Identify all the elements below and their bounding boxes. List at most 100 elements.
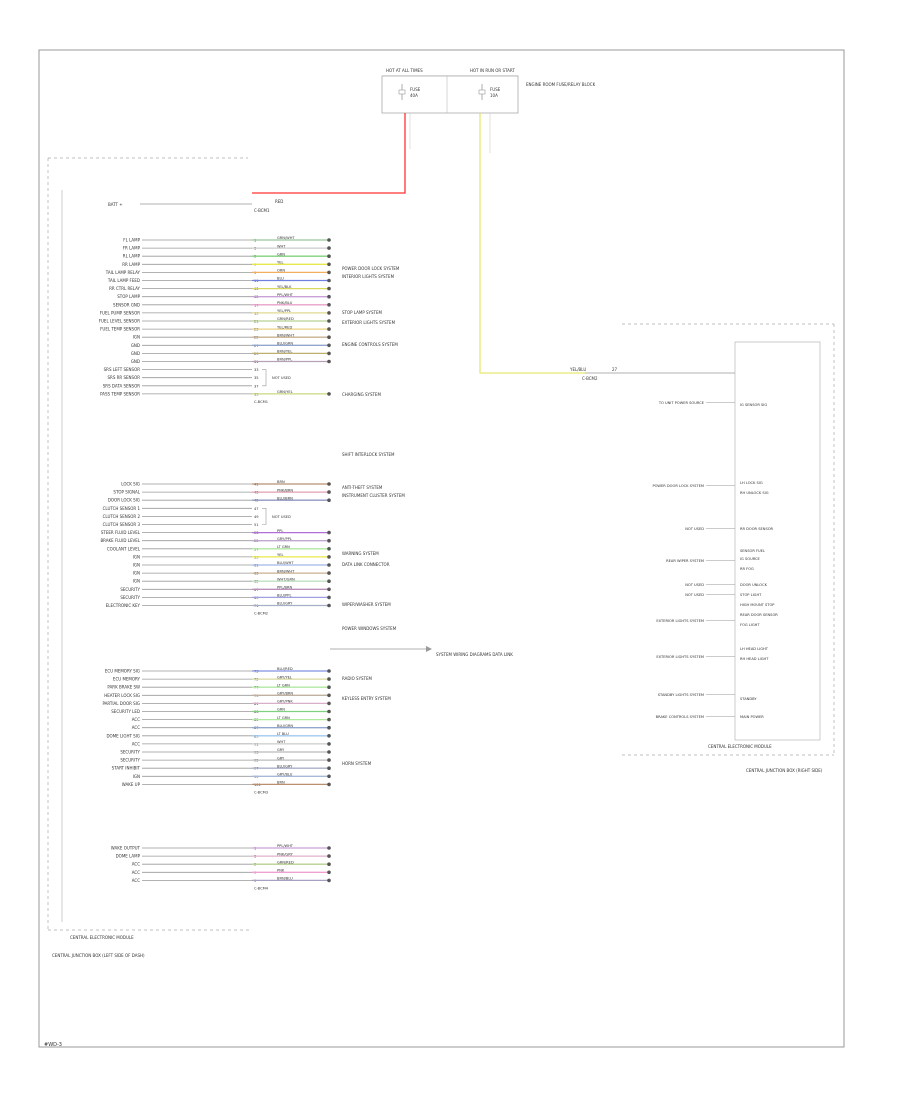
right-feed-wire — [479, 113, 585, 374]
wire-end-dot — [327, 854, 331, 858]
right-side-label: STANDBY LIGHTS SYSTEM — [658, 693, 704, 697]
right-side-label: TO UNIT POWER SOURCE — [658, 401, 705, 405]
pin-number: 35 — [254, 376, 259, 380]
wire-color-code: GRN/RED — [277, 860, 294, 864]
signal-label: SECURITY — [120, 758, 140, 763]
wire-color-code: WHT/GRN — [277, 577, 295, 581]
signal-label: PASS TEMP SENSOR — [100, 391, 140, 396]
destination-label: WARNING SYSTEM — [342, 551, 379, 556]
wire-end-dot — [327, 693, 331, 698]
signal-label: COOLANT LEVEL — [107, 546, 141, 551]
wire-end-dot — [327, 547, 331, 551]
pin-row: PARTIAL DOOR SIG81GRY/PNK — [103, 700, 331, 706]
wire-end-dot — [327, 862, 331, 866]
signal-label: ECU MEMORY — [113, 677, 141, 682]
wire-color-code: GRY/PNK — [277, 700, 293, 704]
pin-number: 51 — [254, 523, 259, 527]
left-module-location: CENTRAL JUNCTION BOX (LEFT SIDE OF DASH) — [52, 953, 145, 958]
wire-color-code: BRN/PPL — [277, 358, 292, 362]
pin-row: STOP SIGNAL43PNK/BRN — [113, 488, 331, 495]
destination-label: HORN SYSTEM — [342, 761, 372, 766]
wire-color-code: GRN/WHT — [277, 236, 295, 240]
wire-end-dot — [327, 563, 331, 567]
right-pin-label: RR DOOR SENSOR — [740, 527, 774, 531]
wire-color-code: GRN/RED — [277, 317, 294, 321]
pin-row: ECU MEMORY SIG73BLU/RED — [105, 667, 331, 674]
signal-label: SECURITY — [120, 587, 140, 592]
right-pin-label: RR FOG — [740, 567, 754, 571]
signal-label: DOME LAMP — [116, 854, 141, 859]
fuse-rating-right: 10A — [490, 93, 498, 98]
signal-label: IGN — [133, 554, 140, 559]
signal-label: WAKE OUTPUT — [111, 846, 141, 851]
wire-color-code: PNK/BLU — [277, 301, 293, 305]
pin-row: COOLANT LEVEL57LT GRN — [107, 545, 331, 551]
pin-row: ACC5GRN/RED — [132, 860, 331, 867]
signal-label: FL LAMP — [123, 238, 140, 243]
signal-label: FR LAMP — [123, 246, 141, 251]
wire-end-dot — [327, 538, 331, 543]
destination-label: STOP LAMP SYSTEM — [342, 310, 382, 315]
wire-color-code: PNK — [277, 869, 285, 873]
wire-end-dot — [327, 742, 331, 746]
wire-end-dot — [327, 303, 331, 307]
pin-row: SRS LEFT SENSOR 33 — [104, 367, 259, 372]
signal-label: ACC — [132, 717, 140, 722]
wire-color-code: WHT — [277, 740, 286, 744]
right-side-label: BRAKE CONTROLS SYSTEM — [656, 715, 704, 719]
wire-color-code: GRY — [277, 756, 285, 760]
right-feed-label: YEL/BLU — [569, 367, 586, 372]
wire-color-code: BLU/GRY — [277, 602, 293, 606]
wire-color-code: GRY — [277, 748, 285, 752]
signal-label: SRS LEFT SENSOR — [104, 367, 141, 372]
pin-row: IGN59YEL — [133, 553, 331, 559]
fuse-box: HOT AT ALL TIMES HOT IN RUN OR START FUS… — [381, 68, 596, 114]
right-feed-connector: C-BCM2 — [582, 376, 598, 381]
wire-end-dot — [327, 294, 331, 299]
pin-row: SECURITY93GRY — [120, 748, 331, 755]
pin-row: SECURITY69BLU/PPL — [120, 594, 331, 600]
signal-label: TAIL LAMP FEED — [107, 278, 140, 283]
signal-label: GND — [131, 343, 140, 348]
destination-labels: POWER DOOR LOCK SYSTEM INTERIOR LIGHTS S… — [342, 266, 405, 766]
signal-label: FUEL TEMP SENSOR — [100, 327, 140, 332]
signal-label: TAIL LAMP RELAY — [105, 270, 141, 275]
destination-label: RADIO SYSTEM — [342, 676, 373, 681]
wire-color-code: BLU/GRY — [277, 764, 293, 768]
signal-label: RR CTRL RELAY — [109, 286, 140, 291]
right-pin-label: HIGH MOUNT STOP — [740, 603, 775, 607]
signal-label: DOOR LOCK SIG — [108, 498, 140, 503]
right-side-label: REAR WIPER SYSTEM — [666, 559, 704, 563]
pin-row: TAIL LAMP RELAY9ORN — [105, 269, 331, 275]
fuse-header-right: HOT IN RUN OR START — [470, 68, 515, 73]
destination-label: POWER WINDOWS SYSTEM — [342, 626, 397, 631]
wire-color-code: PNK/GRY — [277, 852, 293, 856]
right-pin-label: REAR DOOR SENSOR — [740, 613, 778, 617]
fuse-header-left: HOT AT ALL TIMES — [386, 68, 423, 73]
destination-label: POWER DOOR LOCK SYSTEM — [342, 266, 400, 271]
wire-end-dot — [327, 270, 331, 275]
wire-end-dot — [327, 878, 331, 883]
pin-row: DOME LIGHT SIG89LT BLU — [106, 732, 331, 738]
pin-number: 33 — [254, 368, 259, 372]
pin-row: TAIL LAMP FEED11BLU — [107, 277, 331, 283]
wire-color-code: BRN/YEL — [277, 350, 292, 354]
not-used-label: NOT USED — [272, 515, 291, 519]
wire-color-code: BLU/RED — [277, 667, 293, 671]
pin-row: SRS RR SENSOR 35 — [108, 375, 259, 380]
pin-row: SECURITY67PPL/BRN — [120, 586, 331, 592]
wire-color-code: BRN — [277, 480, 285, 484]
system-note: SYSTEM WIRING DIAGRAMS DATA LINK — [436, 652, 513, 657]
signal-label: SRS DATA SENSOR — [103, 383, 140, 388]
pin-row: PARK BRAKE SW77LT GRN — [107, 683, 331, 690]
destination-label: INTERIOR LIGHTS SYSTEM — [342, 274, 395, 279]
wire-end-dot — [327, 758, 331, 762]
wire-color-code: YEL/PPL — [277, 309, 291, 313]
wire-color-code: BLU/PPL — [277, 594, 291, 598]
signal-label: SRS RR SENSOR — [108, 375, 141, 380]
signal-label: ACC — [132, 725, 140, 730]
wire-end-dot — [327, 286, 331, 291]
wire-end-dot — [327, 335, 331, 340]
battery-feed-label: BATT + — [108, 202, 123, 207]
